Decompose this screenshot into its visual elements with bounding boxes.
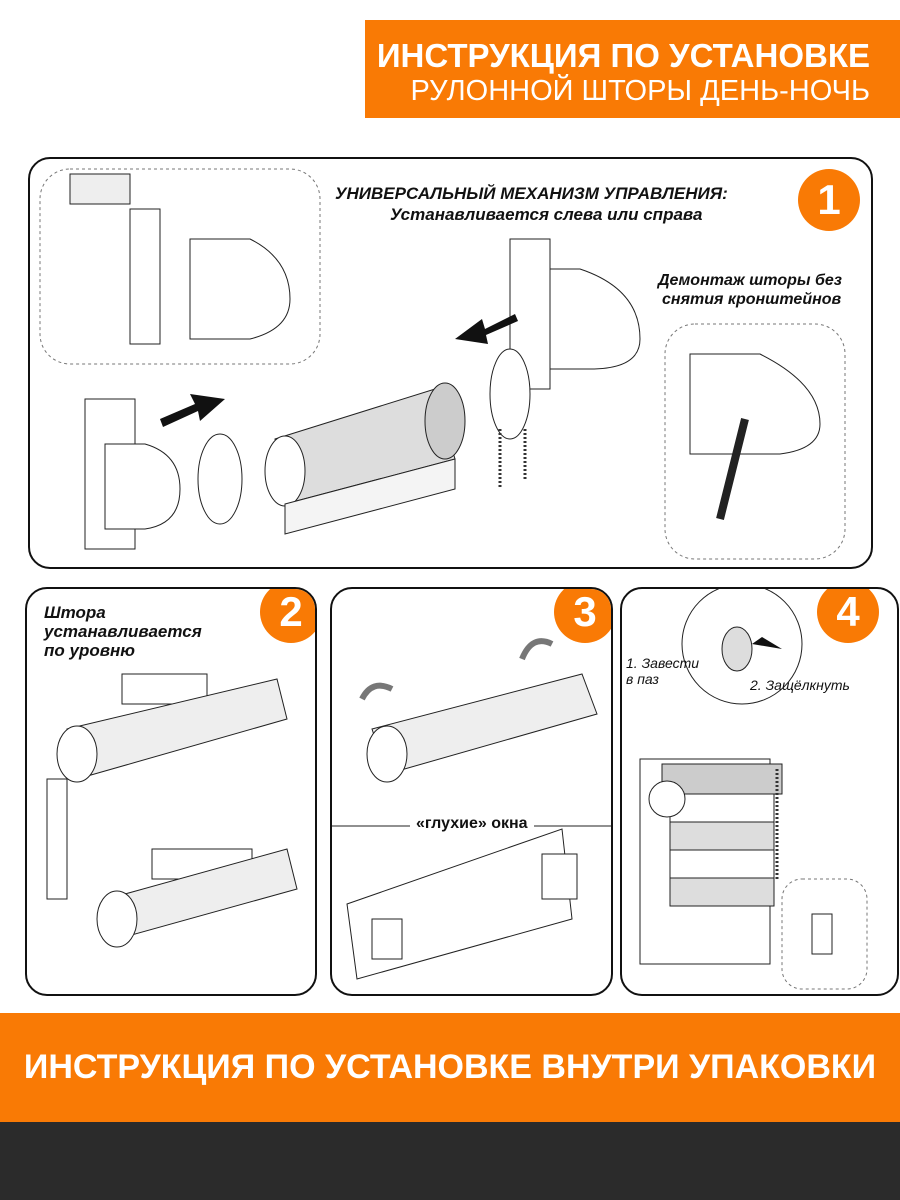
step1-title: УНИВЕРСАЛЬНЫЙ МЕХАНИЗМ УПРАВЛЕНИЯ: xyxy=(335,184,728,203)
step3-number-badge: 3 xyxy=(554,589,611,643)
step1-panel: УНИВЕРСАЛЬНЫЙ МЕХАНИЗМ УПРАВЛЕНИЯ: Устан… xyxy=(28,157,873,569)
roller-assembly-illustration xyxy=(39,168,846,560)
step4-label2: 2. Защёлкнуть xyxy=(750,677,850,693)
header-subtitle: РУЛОННОЙ ШТОРЫ ДЕНЬ-НОЧЬ xyxy=(410,75,870,107)
step4-number-badge: 4 xyxy=(817,589,879,643)
blind-windows-label: «глухие» окна xyxy=(410,815,534,833)
footer-dark-strip xyxy=(0,1122,900,1200)
step4-label1-line1: 1. Завести xyxy=(626,655,700,671)
step4-label1-line2: в паз xyxy=(626,671,659,687)
bracket-snap-illustration xyxy=(639,589,868,990)
step1-number-badge: 1 xyxy=(798,169,860,231)
step3-panel: «глухие» окна 3 xyxy=(330,587,613,996)
header-title: ИНСТРУКЦИЯ ПО УСТАНОВКЕ xyxy=(376,37,870,74)
step2-text-line3: по уровню xyxy=(44,641,135,660)
step2-text-line2: устанавливается xyxy=(44,622,202,641)
step1-subtitle: Устанавливается слева или справа xyxy=(390,205,703,224)
step4-panel: 1. Завести в паз 2. Защёлкнуть 4 xyxy=(620,587,899,996)
step2-text-line1: Штора xyxy=(44,603,106,622)
footer-banner: ИНСТРУКЦИЯ ПО УСТАНОВКЕ ВНУТРИ УПАКОВКИ xyxy=(0,1013,900,1122)
dismount-note-line1: Демонтаж шторы без xyxy=(658,272,842,289)
header-banner: ИНСТРУКЦИЯ ПО УСТАНОВКЕ РУЛОННОЙ ШТОРЫ Д… xyxy=(365,20,900,118)
step2-number-badge: 2 xyxy=(260,589,315,643)
window-mount-illustration xyxy=(332,638,611,980)
dismount-note-line2: снятия кронштейнов xyxy=(662,291,842,308)
step2-panel: Штора устанавливается по уровню 2 xyxy=(25,587,317,996)
level-installation-illustration xyxy=(46,673,298,948)
